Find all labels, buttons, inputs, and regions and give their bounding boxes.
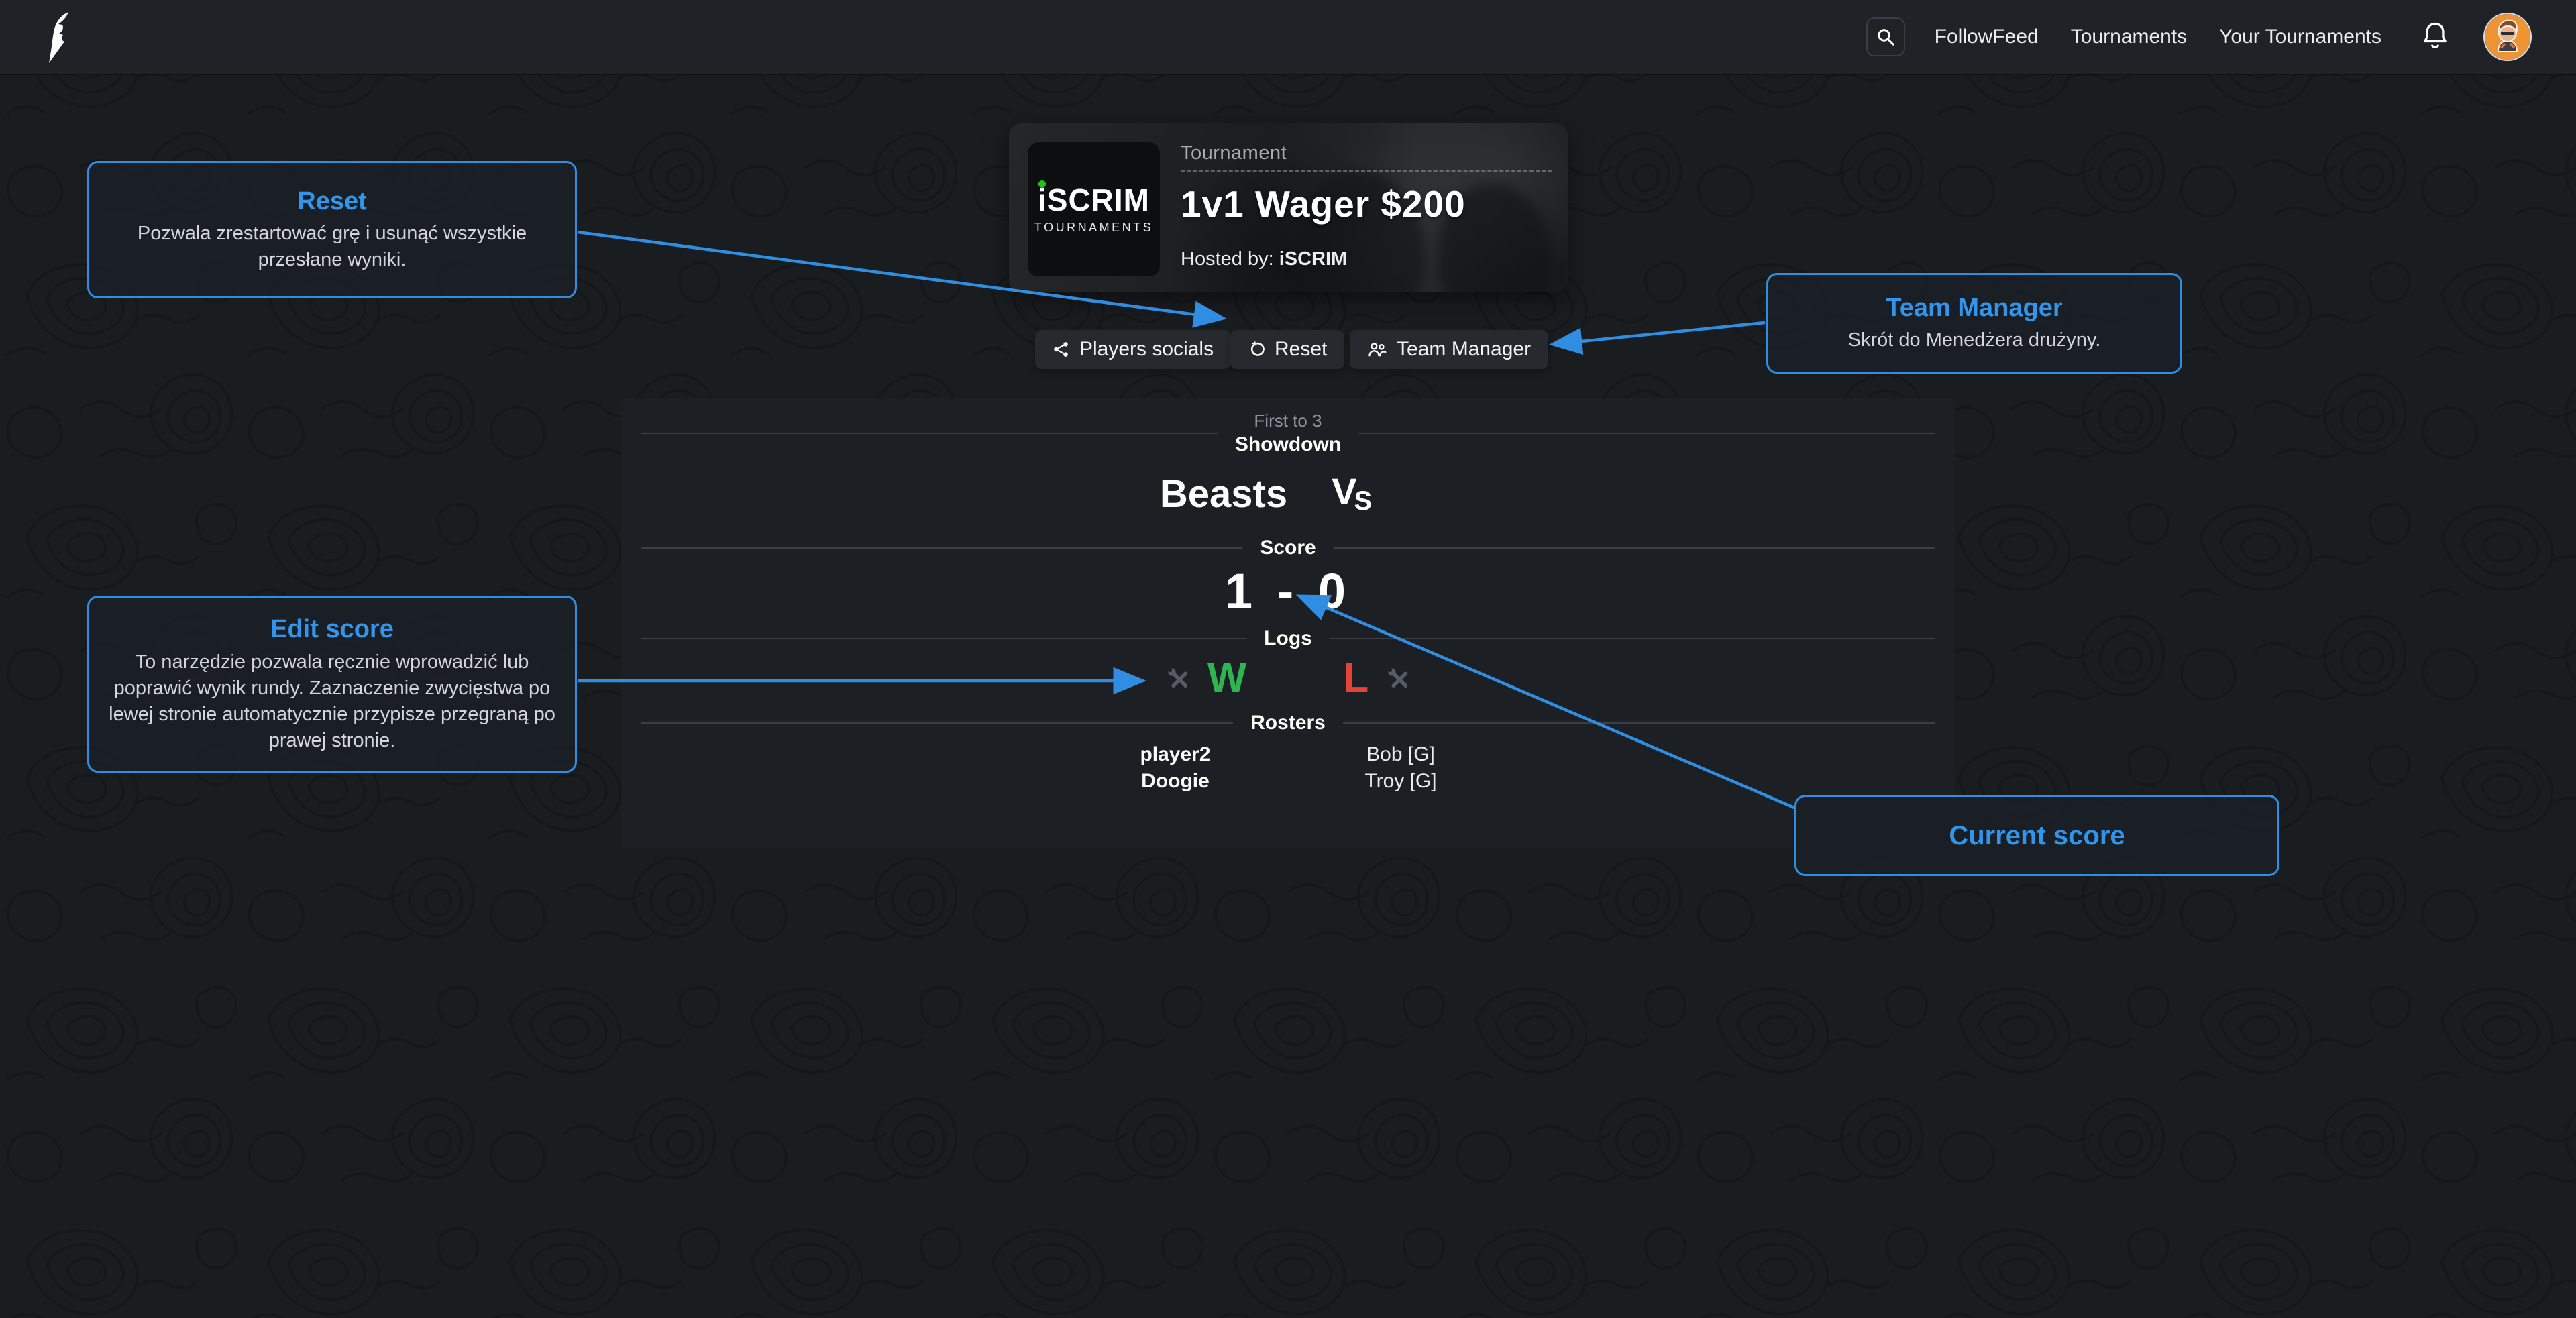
callout-edit-score-title: Edit score — [270, 615, 394, 644]
roster-left-player: player2 — [1140, 743, 1211, 765]
banner-info: Tournament 1v1 Wager $200 Hosted by: iSC… — [1181, 123, 1552, 292]
nav-right-group: FollowFeed Tournaments Your Tournaments — [1866, 0, 2532, 74]
dashed-divider — [1181, 170, 1552, 172]
callout-team-manager-title: Team Manager — [1886, 293, 2063, 322]
nav-link-your-tournaments[interactable]: Your Tournaments — [2219, 25, 2381, 48]
score-label: Score — [1260, 537, 1316, 559]
edit-score-tools-icon-right[interactable] — [1386, 666, 1410, 690]
callout-edit-score: Edit score To narzędzie pozwala ręcznie … — [87, 596, 577, 773]
reset-rotate-icon — [1250, 341, 1265, 356]
win-log-letter[interactable]: W — [1207, 655, 1247, 701]
players-socials-button[interactable]: Players socials — [1035, 330, 1232, 369]
iscrim-logo-sub: TOURNAMENTS — [1034, 220, 1154, 234]
score-row: 1 - 0 — [641, 563, 1935, 619]
callout-reset: Reset Pozwala zrestartować grę i usunąć … — [87, 161, 577, 298]
share-icon — [1054, 342, 1068, 357]
nav-link-followfeed[interactable]: FollowFeed — [1934, 25, 2039, 48]
brand-logo[interactable] — [39, 11, 79, 64]
top-navbar: FollowFeed Tournaments Your Tournaments — [0, 0, 2576, 74]
callout-edit-score-body: To narzędzie pozwala ręcznie wprowadzić … — [109, 651, 555, 751]
iscrim-green-dot — [1038, 180, 1046, 188]
user-avatar[interactable] — [2483, 13, 2532, 61]
rosters-row: player2 Doogie Bob [G] Troy [G] — [641, 741, 1935, 795]
search-icon — [1877, 29, 1894, 46]
match-header-divider: First to 3 Showdown — [641, 407, 1935, 459]
nav-link-tournaments[interactable]: Tournaments — [2070, 25, 2188, 48]
bell-icon — [2424, 22, 2447, 48]
brand-logo-icon — [49, 12, 68, 63]
roster-right-player: Troy [G] — [1364, 770, 1437, 792]
score-divider: Score — [641, 535, 1935, 561]
rosters-label: Rosters — [1250, 712, 1326, 734]
roster-right-player: Bob [G] — [1366, 743, 1435, 765]
reset-button[interactable]: Reset — [1230, 330, 1345, 369]
logs-divider: Logs — [641, 626, 1935, 651]
tournament-host-logo: iSCRIM TOURNAMENTS — [1028, 142, 1160, 276]
notifications-button[interactable] — [2419, 19, 2451, 54]
match-stage: Showdown — [1234, 433, 1342, 455]
players-socials-label: Players socials — [1079, 338, 1214, 360]
search-button[interactable] — [1866, 17, 1905, 56]
avatar-image — [2485, 14, 2530, 60]
callout-current-score-title: Current score — [1949, 820, 2125, 850]
tournament-title: 1v1 Wager $200 — [1181, 183, 1466, 225]
loss-log-letter[interactable]: L — [1343, 655, 1369, 701]
tournament-kicker: Tournament — [1181, 142, 1287, 164]
callout-team-manager-body: Skrót do Menedżera drużyny. — [1847, 329, 2101, 351]
callout-team-manager: Team Manager Skrót do Menedżera drużyny. — [1766, 273, 2182, 374]
rosters-divider: Rosters — [641, 710, 1935, 736]
match-format: First to 3 — [1254, 410, 1322, 431]
team-manager-button[interactable]: Team Manager — [1350, 330, 1549, 369]
score-value: 1 - 0 — [1224, 563, 1352, 619]
tournament-banner: iSCRIM TOURNAMENTS Tournament 1v1 Wager … — [1009, 123, 1568, 292]
callout-reset-title: Reset — [297, 186, 367, 215]
team-manager-label: Team Manager — [1397, 338, 1532, 360]
callout-reset-body: Pozwala zrestartować grę i usunąć wszyst… — [137, 223, 527, 271]
team-left-name: Beasts — [1159, 472, 1288, 516]
callout-current-score: Current score — [1794, 795, 2279, 876]
roster-right-column: Bob [G] Troy [G] — [1300, 741, 1501, 795]
reset-label: Reset — [1275, 338, 1328, 360]
logs-row: W L — [641, 657, 1935, 700]
logs-label: Logs — [1264, 627, 1312, 649]
edit-score-tools-icon-left[interactable] — [1166, 666, 1190, 690]
hosted-by: Hosted by: iSCRIM — [1181, 248, 1348, 270]
host-name: iSCRIM — [1279, 248, 1348, 270]
users-icon — [1368, 343, 1387, 357]
iscrim-logo-word: iSCRIM — [1038, 180, 1150, 215]
roster-left-column: player2 Doogie — [1075, 741, 1276, 795]
roster-left-player: Doogie — [1141, 770, 1210, 792]
